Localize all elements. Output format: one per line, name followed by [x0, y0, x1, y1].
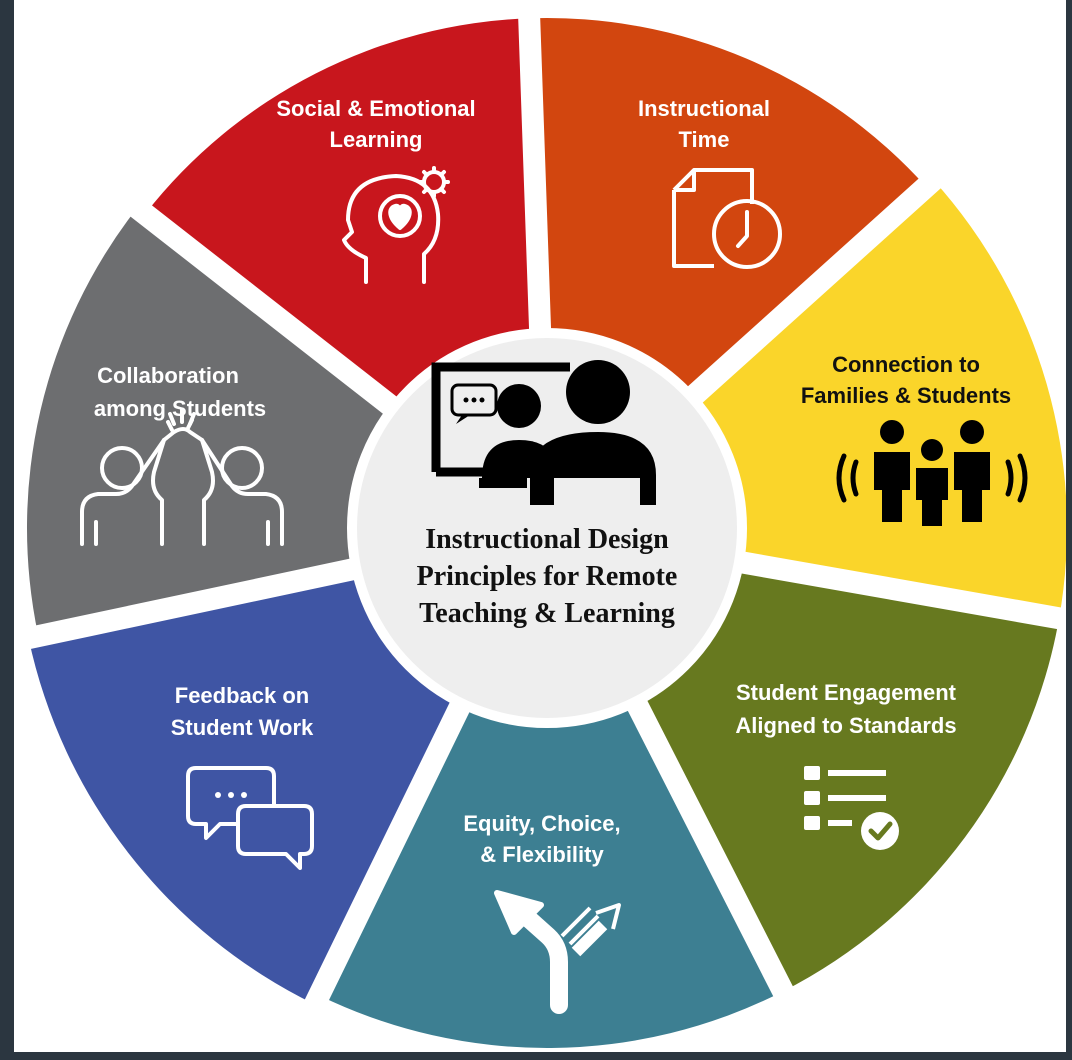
- segment-label-feedback-1: Feedback on: [175, 683, 309, 708]
- center-title-line-2: Principles for Remote: [417, 561, 678, 592]
- segment-sel: [145, 18, 541, 412]
- segment-gap-6: [14, 554, 382, 652]
- center-title-line-1: Instructional Design: [425, 524, 669, 555]
- head-heart-gear-icon: [342, 166, 450, 284]
- segment-label-families-1: Connection to: [832, 352, 980, 377]
- segment-label-engagement-2: Aligned to Standards: [735, 713, 956, 738]
- segment-label-equity-2: & Flexibility: [480, 842, 604, 867]
- segment-gap-3: [713, 548, 1066, 631]
- segment-label-time-2: Time: [679, 127, 730, 152]
- center-disc: [347, 328, 747, 728]
- segment-label-feedback-2: Student Work: [171, 715, 314, 740]
- video-call-icon: [431, 360, 656, 505]
- principles-wheel: Instructional Design Principles for Remo…: [14, 0, 1066, 1048]
- segment-label-families-2: Families & Students: [801, 383, 1011, 408]
- segment-label-collab-1: Collaboration: [97, 363, 239, 388]
- high-five-icon: [80, 408, 284, 546]
- segment-gap-5: [294, 678, 480, 1034]
- segment-label-engagement-1: Student Engagement: [736, 680, 957, 705]
- segment-gap-2: [669, 155, 960, 419]
- diagram-frame: Instructional Design Principles for Remo…: [14, 0, 1066, 1052]
- document-clock-icon: [672, 168, 782, 269]
- segment-gap-1: [517, 0, 552, 360]
- checklist-icon: [804, 766, 899, 850]
- segment-label-time-1: Instructional: [638, 96, 770, 121]
- segment-label-sel-2: Learning: [330, 127, 423, 152]
- center-title-line-3: Teaching & Learning: [419, 598, 675, 629]
- diverging-arrows-icon: [494, 890, 621, 1014]
- chat-bubbles-icon: [186, 766, 314, 870]
- segment-gap-0: [118, 190, 417, 429]
- segment-label-equity-1: Equity, Choice,: [463, 811, 620, 836]
- family-broadcast-icon: [836, 420, 1028, 526]
- segment-collab: [27, 207, 398, 637]
- segment-label-sel-1: Social & Emotional: [276, 96, 475, 121]
- segment-gap-4: [617, 677, 804, 1021]
